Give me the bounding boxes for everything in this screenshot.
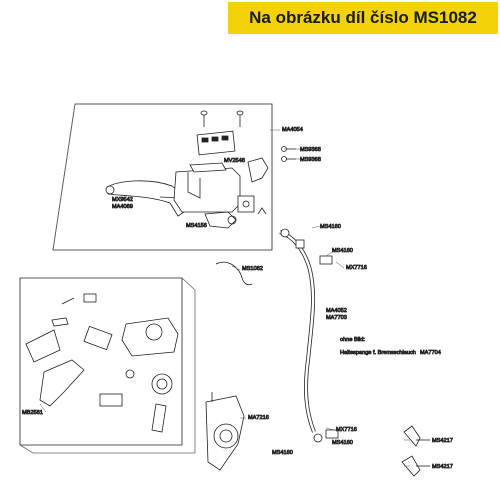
caliper-frame — [19, 277, 183, 446]
label-MS4156: MS4156 — [186, 223, 207, 229]
note-haltespange: Haltespange f. Bremsschlauch — [340, 350, 416, 356]
label-MA7703: MA7703 — [326, 315, 347, 321]
label-MS1082: MS1082 — [242, 266, 263, 272]
label-MS4160-mid: MS4160 — [332, 248, 353, 254]
label-MA4052: MA4052 — [326, 308, 347, 314]
label-MS4160-bottom: MS4160 — [272, 450, 293, 456]
label-MS4217-a: MS4217 — [432, 438, 453, 444]
label-MA7704: MA7704 — [420, 350, 441, 356]
label-MS9368-a: MS9368 — [300, 147, 321, 153]
master-cylinder-drawing — [173, 130, 269, 213]
label-MA4069: MA4069 — [112, 204, 133, 210]
caliper-parts-drawing — [25, 293, 179, 433]
brake-switch-drawing — [204, 207, 267, 229]
label-MX7716-b: MX7716 — [336, 427, 357, 433]
label-MB2581: MB2581 — [22, 410, 43, 416]
label-MV2548: MV2548 — [224, 158, 245, 164]
label-MS9368-b: MS9368 — [300, 157, 321, 163]
label-MX7716-a: MX7716 — [346, 265, 367, 271]
part-number-banner: Na obrázku díl číslo MS1082 — [228, 2, 498, 34]
banjo-bolts-drawing — [401, 425, 430, 477]
caliper-frame-perspective — [19, 277, 196, 454]
label-MS4160-low: MS4160 — [332, 440, 353, 446]
frame-fold-line — [52, 103, 76, 251]
brake-hose-drawing — [279, 228, 339, 443]
banner-title: Na obrázku díl číslo MS1082 — [249, 8, 477, 27]
brake-light-cable — [215, 261, 253, 286]
label-MA7216: MA7216 — [248, 415, 269, 421]
brake-caliper-drawing — [205, 392, 245, 471]
label-MS4160-top: MS4160 — [320, 224, 341, 230]
leader-lines — [39, 129, 410, 467]
label-MA4054: MA4054 — [282, 127, 303, 133]
label-MX9542: MX9542 — [112, 197, 133, 203]
label-MS4217-b: MS4217 — [432, 464, 453, 470]
note-ohne-bild: ohne Bild: — [340, 337, 365, 343]
